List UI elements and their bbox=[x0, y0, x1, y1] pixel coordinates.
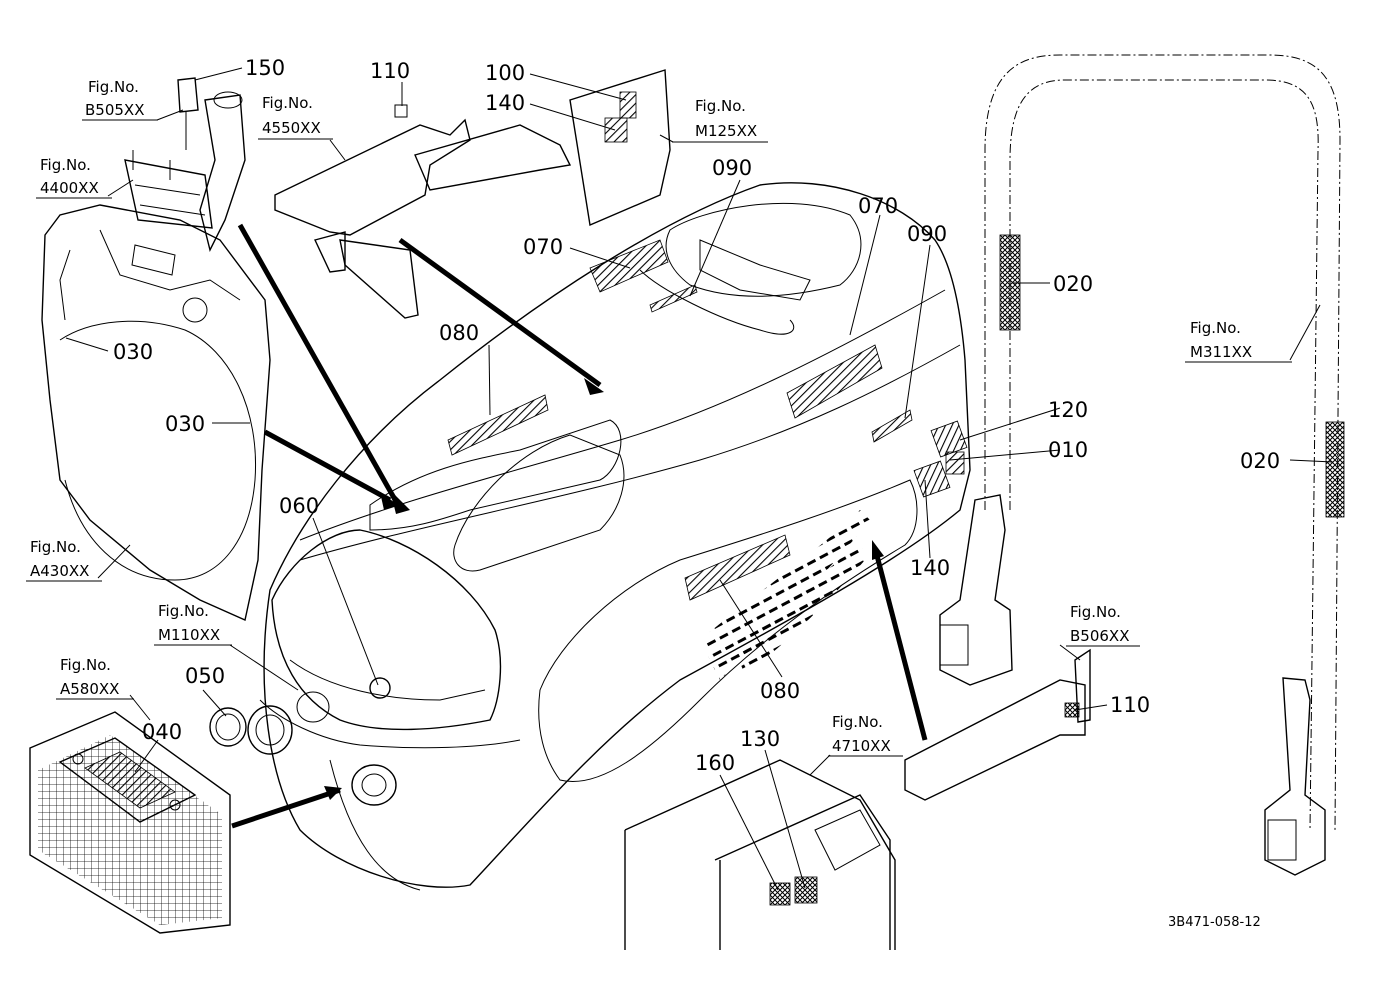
callout-080-top: 080 bbox=[439, 321, 479, 345]
callout-030-lower: 030 bbox=[165, 412, 205, 436]
hood-bracket bbox=[274, 104, 572, 319]
svg-text:Fig.No.: Fig.No. bbox=[158, 602, 209, 620]
rubber-ring bbox=[209, 707, 247, 747]
svg-text:B505XX: B505XX bbox=[85, 101, 144, 119]
assembly-arrows bbox=[231, 223, 928, 829]
callout-040: 040 bbox=[142, 720, 182, 744]
callout-070-left: 070 bbox=[523, 235, 563, 259]
callout-090-top: 090 bbox=[712, 156, 752, 180]
callout-130: 130 bbox=[740, 727, 780, 751]
svg-text:Fig.No.: Fig.No. bbox=[832, 713, 883, 731]
figref-m125: Fig.No. M125XX bbox=[672, 97, 768, 143]
battery bbox=[29, 711, 231, 934]
svg-text:4710XX: 4710XX bbox=[832, 737, 891, 755]
callout-090-right: 090 bbox=[907, 222, 947, 246]
figref-m110: Fig.No. M110XX bbox=[154, 602, 232, 646]
callout-150: 150 bbox=[245, 56, 285, 80]
svg-text:Fig.No.: Fig.No. bbox=[262, 94, 313, 112]
callout-010: 010 bbox=[1048, 438, 1088, 462]
svg-text:Fig.No.: Fig.No. bbox=[1070, 603, 1121, 621]
figref-4550: Fig.No. 4550XX bbox=[258, 94, 333, 140]
svg-text:Fig.No.: Fig.No. bbox=[60, 656, 111, 674]
svg-text:4550XX: 4550XX bbox=[262, 119, 321, 137]
dash-panel bbox=[624, 759, 896, 950]
callout-160: 160 bbox=[695, 751, 735, 775]
svg-text:Fig.No.: Fig.No. bbox=[695, 97, 746, 115]
callout-050: 050 bbox=[185, 664, 225, 688]
leader-lines bbox=[65, 67, 1334, 891]
callout-120: 120 bbox=[1048, 398, 1088, 422]
callout-020-right: 020 bbox=[1240, 449, 1280, 473]
svg-text:M110XX: M110XX bbox=[158, 626, 220, 644]
drawing-code: 3B471-058-12 bbox=[1168, 915, 1261, 930]
svg-text:B506XX: B506XX bbox=[1070, 627, 1129, 645]
figref-m311: Fig.No. M311XX bbox=[1185, 319, 1292, 363]
svg-text:Fig.No.: Fig.No. bbox=[1190, 319, 1241, 337]
callout-020-left: 020 bbox=[1053, 272, 1093, 296]
callout-060: 060 bbox=[279, 494, 319, 518]
callout-140-top: 140 bbox=[485, 91, 525, 115]
side-bracket bbox=[904, 648, 1091, 801]
svg-text:M125XX: M125XX bbox=[695, 122, 757, 140]
svg-text:Fig.No.: Fig.No. bbox=[40, 156, 91, 174]
callout-140-side: 140 bbox=[910, 556, 950, 580]
callout-110-right: 110 bbox=[1110, 693, 1150, 717]
callout-070-right: 070 bbox=[858, 194, 898, 218]
svg-text:A430XX: A430XX bbox=[30, 562, 89, 580]
svg-text:A580XX: A580XX bbox=[60, 680, 119, 698]
callout-100: 100 bbox=[485, 61, 525, 85]
figref-4400: Fig.No. 4400XX bbox=[36, 156, 112, 199]
rear-panel bbox=[569, 69, 671, 226]
rops-frame bbox=[939, 54, 1345, 876]
radiator-shroud bbox=[41, 204, 271, 621]
figref-a580: Fig.No. A580XX bbox=[56, 656, 134, 700]
callout-030-upper: 030 bbox=[113, 340, 153, 364]
svg-text:Fig.No.: Fig.No. bbox=[88, 78, 139, 96]
bonnet-hood bbox=[247, 182, 971, 891]
figref-b505: Fig.No. B505XX bbox=[82, 78, 158, 121]
figref-a430: Fig.No. A430XX bbox=[26, 538, 102, 582]
upper-bracket-assembly bbox=[124, 77, 246, 253]
callout-080-side: 080 bbox=[760, 679, 800, 703]
svg-text:Fig.No.: Fig.No. bbox=[30, 538, 81, 556]
svg-text:4400XX: 4400XX bbox=[40, 179, 99, 197]
svg-text:M311XX: M311XX bbox=[1190, 343, 1252, 361]
figref-4710: Fig.No. 4710XX bbox=[828, 713, 903, 757]
figref-b506: Fig.No. B506XX bbox=[1066, 603, 1140, 647]
callout-110-top: 110 bbox=[370, 59, 410, 83]
